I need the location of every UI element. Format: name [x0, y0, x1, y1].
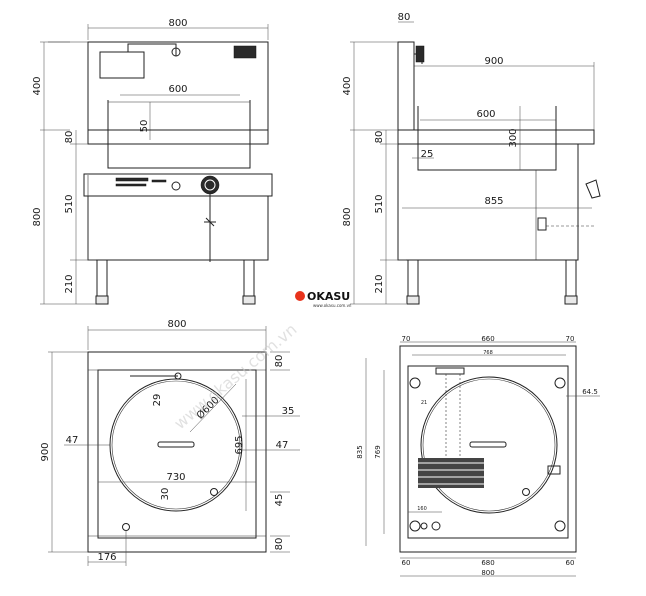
bv-top-dim-1: 70	[402, 335, 411, 343]
top-dim-176: 176	[97, 552, 116, 563]
bv-mid-160: 160	[417, 506, 427, 512]
bv-left-dim-1: 835	[356, 445, 364, 458]
side-top-dim: 80	[398, 12, 411, 23]
front-inner-dim: 600	[168, 84, 187, 95]
bv-bot-dim-3: 60	[566, 559, 575, 567]
side-side-dim-3: 210	[374, 274, 385, 293]
top-height-dim: 900	[40, 442, 51, 461]
side-view: 80 900 600 300 25 855 400	[342, 12, 601, 305]
side-left-dim-2: 800	[342, 207, 353, 226]
bv-bot-dim-2: 680	[481, 559, 494, 567]
top-view: 800 900 80 29 Ø600 35 47 695 47 730 30	[40, 319, 300, 566]
okasu-logo: OKASU www.okasu.com.vn	[295, 290, 352, 308]
bv-left-dim-2: 769	[374, 445, 382, 458]
top-dim-80a: 80	[274, 355, 285, 368]
bottom-view: 70 660 70 768 835 769 64	[356, 335, 600, 577]
top-dim-30: 30	[160, 488, 171, 501]
logo-sub: www.okasu.com.vn	[313, 303, 352, 308]
front-left-dim-2: 800	[32, 207, 43, 226]
side-side-dim-2: 510	[374, 194, 385, 213]
top-dim-29: 29	[152, 394, 163, 407]
top-dim-47b: 47	[276, 440, 289, 451]
side-left-dim-1: 400	[342, 76, 353, 95]
bv-inner-top: 768	[483, 350, 493, 356]
top-dim-695: 695	[234, 435, 245, 454]
side-inner-dim: 600	[476, 109, 495, 120]
front-view: 800 600 50	[32, 18, 273, 305]
top-dim-730: 730	[166, 472, 185, 483]
bv-top-dim-2: 660	[481, 335, 494, 343]
bv-mid-21: 21	[421, 400, 427, 406]
side-pipe-dim: 855	[484, 196, 503, 207]
bv-total-dim: 800	[481, 569, 494, 577]
side-depth-dim: 300	[508, 128, 519, 147]
front-depth-dim: 50	[139, 120, 150, 133]
logo-text: OKASU	[307, 290, 350, 303]
top-dim-47a: 47	[66, 435, 79, 446]
front-left-dim-1: 400	[32, 76, 43, 95]
bv-right-dim: 64.5	[582, 388, 598, 396]
top-dim-35: 35	[282, 406, 295, 417]
side-width-dim: 900	[484, 56, 503, 67]
front-side-dim-2: 510	[64, 194, 75, 213]
top-dim-45: 45	[274, 494, 285, 507]
front-side-dim-1: 80	[64, 131, 75, 144]
bv-bot-dim-1: 60	[402, 559, 411, 567]
front-width-dim: 800	[168, 18, 187, 29]
heating-element	[418, 458, 484, 488]
top-width-dim: 800	[167, 319, 186, 330]
front-side-dim-3: 210	[64, 274, 75, 293]
bv-top-dim-3: 70	[566, 335, 575, 343]
top-dim-80b: 80	[274, 538, 285, 551]
side-gap-dim: 25	[421, 149, 434, 160]
side-side-dim-1: 80	[374, 131, 385, 144]
